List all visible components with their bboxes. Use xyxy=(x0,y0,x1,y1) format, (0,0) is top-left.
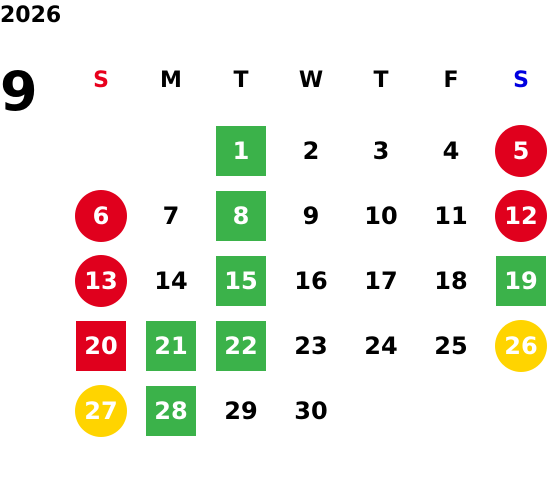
day-number: 14 xyxy=(154,266,188,295)
day-cell[interactable]: 30 xyxy=(276,378,346,443)
day-number: 13 xyxy=(75,254,127,307)
day-number: 1 xyxy=(216,125,266,176)
day-cell[interactable]: 20 xyxy=(66,313,136,378)
day-cell[interactable]: 26 xyxy=(486,313,548,378)
day-cell[interactable]: 29 xyxy=(206,378,276,443)
day-cell[interactable]: 2 xyxy=(276,118,346,183)
day-number: 21 xyxy=(146,320,196,371)
day-cell[interactable]: 13 xyxy=(66,248,136,313)
weekday-sunday: S xyxy=(93,68,109,93)
day-number: 9 xyxy=(302,201,320,230)
day-number: 26 xyxy=(495,319,547,372)
day-number: 25 xyxy=(434,331,468,360)
day-number: 18 xyxy=(434,266,468,295)
day-number: 5 xyxy=(495,124,547,177)
day-cell[interactable]: 3 xyxy=(346,118,416,183)
day-cell[interactable]: 12 xyxy=(486,183,548,248)
day-number: 19 xyxy=(496,255,546,306)
weekday-wednesday: W xyxy=(298,68,324,93)
day-cell[interactable]: 11 xyxy=(416,183,486,248)
day-number: 20 xyxy=(76,320,126,371)
weekday-saturday: S xyxy=(513,68,529,93)
day-number: 8 xyxy=(216,190,266,241)
day-number: 7 xyxy=(162,201,180,230)
weekday-thursday: T xyxy=(373,68,389,93)
weekday-tuesday: T xyxy=(233,68,249,93)
day-number: 3 xyxy=(372,136,390,165)
day-cell[interactable]: 22 xyxy=(206,313,276,378)
weekday-monday: M xyxy=(160,68,182,93)
day-number: 2 xyxy=(302,136,320,165)
day-number: 15 xyxy=(216,255,266,306)
day-number: 17 xyxy=(364,266,398,295)
day-cell[interactable]: 17 xyxy=(346,248,416,313)
day-number: 11 xyxy=(434,201,468,230)
day-cell[interactable]: 16 xyxy=(276,248,346,313)
weekday-friday: F xyxy=(443,68,459,93)
day-cell[interactable]: 14 xyxy=(136,248,206,313)
year-label: 2026 xyxy=(0,3,62,28)
day-number: 23 xyxy=(294,331,328,360)
day-cell[interactable]: 9 xyxy=(276,183,346,248)
day-cell[interactable]: 27 xyxy=(66,378,136,443)
day-cell[interactable]: 8 xyxy=(206,183,276,248)
day-cell[interactable]: 28 xyxy=(136,378,206,443)
day-cell[interactable]: 19 xyxy=(486,248,548,313)
day-cell[interactable]: 18 xyxy=(416,248,486,313)
day-number: 29 xyxy=(224,396,258,425)
day-cell[interactable]: 24 xyxy=(346,313,416,378)
day-number: 22 xyxy=(216,320,266,371)
day-cell[interactable]: 7 xyxy=(136,183,206,248)
day-number: 6 xyxy=(75,189,127,242)
day-cell[interactable]: 4 xyxy=(416,118,486,183)
day-cell[interactable]: 6 xyxy=(66,183,136,248)
day-number: 27 xyxy=(75,384,127,437)
day-cell[interactable]: 5 xyxy=(486,118,548,183)
day-cell[interactable]: 1 xyxy=(206,118,276,183)
day-cell[interactable]: 23 xyxy=(276,313,346,378)
day-cell[interactable]: 25 xyxy=(416,313,486,378)
day-cell[interactable]: 21 xyxy=(136,313,206,378)
day-cell[interactable]: 10 xyxy=(346,183,416,248)
day-number: 24 xyxy=(364,331,398,360)
month-number: 9 xyxy=(0,60,38,123)
day-number: 16 xyxy=(294,266,328,295)
day-number: 10 xyxy=(364,201,398,230)
day-number: 30 xyxy=(294,396,328,425)
day-number: 12 xyxy=(495,189,547,242)
day-number: 4 xyxy=(442,136,460,165)
day-number: 28 xyxy=(146,385,196,436)
day-cell[interactable]: 15 xyxy=(206,248,276,313)
